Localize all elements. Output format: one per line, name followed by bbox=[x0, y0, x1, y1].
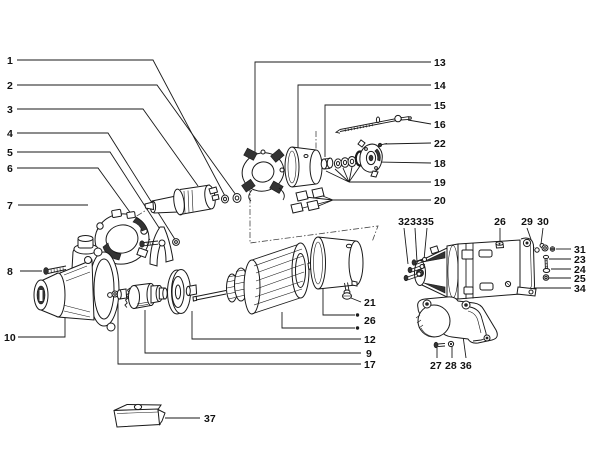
pinion-clutch-drawing bbox=[124, 282, 168, 310]
callout-33: 33 bbox=[410, 216, 422, 228]
washers-drawing bbox=[320, 150, 366, 170]
callout-29: 29 bbox=[521, 216, 533, 228]
callout-28: 28 bbox=[445, 360, 457, 372]
nose-slot bbox=[39, 290, 43, 301]
callout-37: 37 bbox=[204, 413, 216, 425]
callout-17: 17 bbox=[364, 359, 376, 371]
brake-disc-drawing bbox=[167, 269, 198, 315]
callout-19: 19 bbox=[434, 177, 446, 189]
callout-35: 35 bbox=[422, 216, 434, 228]
callout-6: 6 bbox=[7, 163, 13, 175]
callout-26-left: 26 bbox=[364, 315, 376, 327]
callout-4: 4 bbox=[7, 128, 13, 140]
callout-9: 9 bbox=[366, 348, 372, 360]
solenoid-drawing bbox=[144, 184, 242, 216]
mounting-bolts-left-drawing bbox=[403, 257, 428, 282]
brush-plate-drawing bbox=[241, 147, 285, 202]
strap-hole bbox=[525, 241, 529, 245]
bullet-dot bbox=[355, 326, 360, 330]
assembled-starter-drawing bbox=[414, 239, 521, 300]
nut-hole bbox=[449, 342, 453, 346]
leader-lines bbox=[17, 59, 571, 419]
armature-drawing bbox=[192, 242, 316, 315]
drive-housing-drawing bbox=[33, 235, 120, 332]
terminal-screw-drawing bbox=[342, 282, 352, 300]
callout-15: 15 bbox=[434, 100, 446, 112]
bracket-hole bbox=[464, 303, 468, 307]
callout-30: 30 bbox=[537, 216, 549, 228]
brushes-drawing bbox=[290, 187, 325, 214]
callout-8: 8 bbox=[7, 266, 13, 278]
yoke-housing-drawing bbox=[310, 236, 364, 290]
pivot-bracket-drawing bbox=[415, 296, 498, 349]
bracket-foot-hole bbox=[485, 336, 489, 340]
callout-31: 31 bbox=[574, 244, 586, 256]
callout-1: 1 bbox=[7, 55, 13, 67]
shaft-small-parts-drawing bbox=[107, 288, 128, 300]
callout-32: 32 bbox=[398, 216, 410, 228]
callout-2: 2 bbox=[7, 80, 13, 92]
callout-20: 20 bbox=[434, 195, 446, 207]
mounting-strap-drawing bbox=[516, 237, 537, 297]
callout-14: 14 bbox=[434, 80, 446, 92]
callout-27: 27 bbox=[430, 360, 442, 372]
callout-labels: 1 2 3 4 5 6 7 8 10 13 14 15 16 22 18 19 … bbox=[4, 55, 586, 425]
shift-fork-drawing bbox=[139, 226, 180, 267]
callout-22: 22 bbox=[434, 138, 446, 150]
callout-5: 5 bbox=[7, 147, 13, 159]
callout-25: 25 bbox=[574, 273, 586, 285]
cap-screw-drawing bbox=[377, 142, 388, 148]
callout-26-top: 26 bbox=[494, 216, 506, 228]
callout-34: 34 bbox=[574, 283, 586, 295]
housing-screw-drawing bbox=[43, 265, 67, 275]
callout-23: 23 bbox=[574, 254, 586, 266]
cover-band-drawing bbox=[284, 146, 323, 188]
callout-16: 16 bbox=[434, 119, 446, 131]
bracket-hole bbox=[425, 302, 429, 306]
strap-fasteners-drawing bbox=[534, 243, 556, 281]
callout-12: 12 bbox=[364, 334, 376, 346]
relay-box-drawing bbox=[113, 403, 166, 428]
through-bolt-drawing bbox=[334, 114, 412, 134]
callout-13: 13 bbox=[434, 57, 446, 69]
callout-36: 36 bbox=[460, 360, 472, 372]
callout-7: 7 bbox=[7, 200, 13, 212]
callout-24: 24 bbox=[574, 264, 586, 276]
callout-18: 18 bbox=[434, 158, 446, 170]
callout-3: 3 bbox=[7, 104, 13, 116]
callout-10: 10 bbox=[4, 332, 16, 344]
callout-21: 21 bbox=[364, 297, 376, 309]
terminal-dot bbox=[498, 242, 501, 245]
end-cap-drawing bbox=[357, 139, 383, 178]
bullet-dot bbox=[355, 313, 360, 317]
